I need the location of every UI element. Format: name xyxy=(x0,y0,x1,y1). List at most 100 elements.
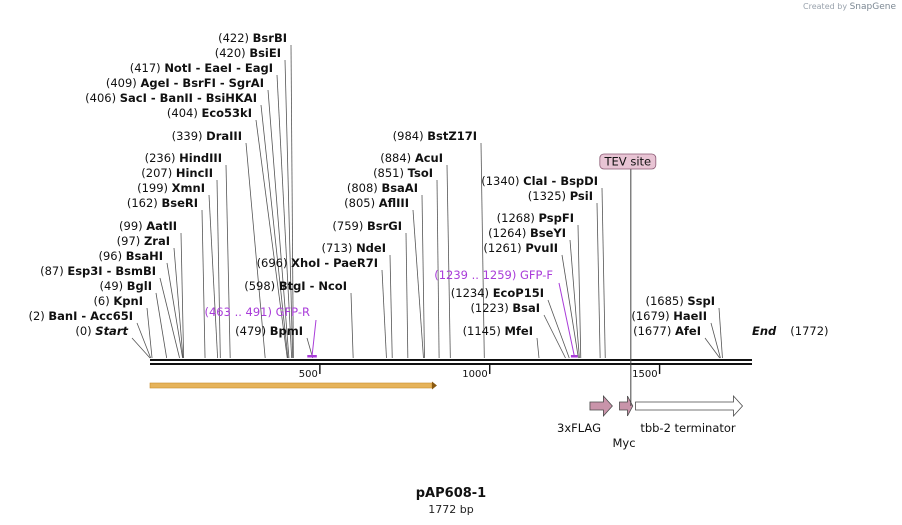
restriction-site: (99) AatII xyxy=(119,219,185,359)
site-name: AfeI xyxy=(675,324,701,338)
site-position: (696) xyxy=(257,256,292,270)
restriction-site: (808) BsaAI xyxy=(347,181,425,359)
feature-tev-site: TEV site xyxy=(599,153,657,406)
feature-label: tbb-2 terminator xyxy=(640,421,736,435)
site-name: BtgI - NcoI xyxy=(279,279,347,293)
site-name: BsaAI xyxy=(381,181,418,195)
primer-name: GFP-F xyxy=(520,268,553,282)
restriction-site: (96) BsaHI xyxy=(98,249,184,359)
site-position: (409) xyxy=(106,76,141,90)
site-name: Esp3I - BsmBI xyxy=(67,264,156,278)
site-label: (87) Esp3I - BsmBI xyxy=(40,264,156,278)
restriction-site: (406) SacI - BanII - BsiHKAI xyxy=(85,91,289,359)
restriction-site: (884) AcuI xyxy=(380,151,451,359)
site-name: NotI - EaeI - EagI xyxy=(164,61,273,75)
site-connector-line xyxy=(704,337,721,359)
site-connector-line xyxy=(136,322,152,359)
site-connector-line xyxy=(173,247,184,359)
site-name: ClaI - BspDI xyxy=(523,174,598,188)
site-connector-line xyxy=(436,179,440,359)
site-label: (96) BsaHI xyxy=(98,249,163,263)
site-position: (0) xyxy=(75,324,95,338)
site-name: TsoI xyxy=(408,166,433,180)
restriction-site: (1340) ClaI - BspDI xyxy=(481,174,606,359)
site-connector-line xyxy=(381,269,387,359)
site-position: (417) xyxy=(130,61,165,75)
site-position: (598) xyxy=(244,279,279,293)
site-position: (1223) xyxy=(470,301,512,315)
site-position: (49) xyxy=(100,279,127,293)
restriction-site: (339) DraIII xyxy=(172,129,266,359)
restriction-site: (49) BglI xyxy=(100,279,168,359)
site-position: (87) xyxy=(40,264,67,278)
restriction-site: (1268) PspFI xyxy=(497,211,582,359)
restriction-site: (0) Start xyxy=(75,324,151,359)
site-label: (422) BsrBI xyxy=(218,31,287,45)
site-label: (1261) PvuII xyxy=(483,241,558,255)
site-position: (884) xyxy=(380,151,415,165)
ruler-tick-label: 1000 xyxy=(462,369,487,380)
restriction-site: (598) BtgI - NcoI xyxy=(244,279,354,359)
site-position: (1261) xyxy=(483,241,525,255)
site-connector-line xyxy=(201,209,206,359)
restriction-site: (1264) BseYI xyxy=(488,226,580,359)
site-label: (409) AgeI - BsrFI - SgrAI xyxy=(106,76,264,90)
restriction-site: (1223) BsaI xyxy=(470,301,566,359)
site-label: (6) KpnI xyxy=(93,294,143,308)
site-label: (1223) BsaI xyxy=(470,301,540,315)
site-label: (851) TsoI xyxy=(373,166,433,180)
site-name: BglI xyxy=(127,279,152,293)
feature-arrow xyxy=(635,394,744,418)
site-name: BsiEI xyxy=(249,46,281,60)
site-label: (97) ZraI xyxy=(117,234,170,248)
site-connector-line xyxy=(276,74,293,359)
site-position: (99) xyxy=(119,219,146,233)
site-name: AgeI - BsrFI - SgrAI xyxy=(140,76,264,90)
site-connector-line xyxy=(569,239,580,359)
site-label: (479) BpmI xyxy=(235,324,303,338)
site-label: (1145) MfeI xyxy=(463,324,533,338)
plasmid-title: pAP608-1 xyxy=(415,486,487,501)
site-connector-line xyxy=(208,194,219,359)
site-label: (984) BstZ17I xyxy=(393,129,477,143)
site-connector-line xyxy=(547,299,570,359)
feature-flag-box xyxy=(599,153,657,170)
site-position: (851) xyxy=(373,166,408,180)
site-label: (1234) EcoP15I xyxy=(451,286,544,300)
restriction-site: (162) BseRI xyxy=(127,196,206,359)
site-connector-line xyxy=(260,104,289,359)
site-connector-line xyxy=(267,89,290,359)
site-label: (417) NotI - EaeI - EagI xyxy=(130,61,273,75)
restriction-site: (207) HincII xyxy=(141,166,221,359)
site-name: PspFI xyxy=(539,211,574,225)
site-label: (404) Eco53kI xyxy=(167,106,252,120)
restriction-site: (404) Eco53kI xyxy=(167,106,288,359)
site-name: BsaHI xyxy=(126,249,163,263)
site-name: BseRI xyxy=(161,196,198,210)
site-name: XmnI xyxy=(172,181,205,195)
site-position: (1340) xyxy=(481,174,523,188)
restriction-site: (420) BsiEI xyxy=(215,46,294,359)
site-label: (420) BsiEI xyxy=(215,46,281,60)
restriction-site: (984) BstZ17I xyxy=(393,129,485,359)
site-position: (162) xyxy=(127,196,162,210)
site-name: BstZ17I xyxy=(427,129,477,143)
site-position: (420) xyxy=(215,46,250,60)
snapgene-brand: SnapGene xyxy=(849,2,896,12)
site-position: (6) xyxy=(93,294,113,308)
site-connector-line xyxy=(290,44,294,359)
site-name: Start xyxy=(95,324,128,338)
site-position: (207) xyxy=(141,166,176,180)
site-position: (1679) xyxy=(631,309,673,323)
orf-arrowhead xyxy=(431,381,437,390)
site-label: (759) BsrGI xyxy=(332,219,402,233)
site-name: XhoI - PaeR7I xyxy=(291,256,378,270)
site-connector-line xyxy=(596,202,601,359)
site-label: (207) HincII xyxy=(141,166,213,180)
site-position: (759) xyxy=(332,219,367,233)
site-position: (1264) xyxy=(488,226,530,240)
site-label: (713) NdeI xyxy=(321,241,386,255)
site-label: (162) BseRI xyxy=(127,196,198,210)
site-name: ZraI xyxy=(144,234,170,248)
